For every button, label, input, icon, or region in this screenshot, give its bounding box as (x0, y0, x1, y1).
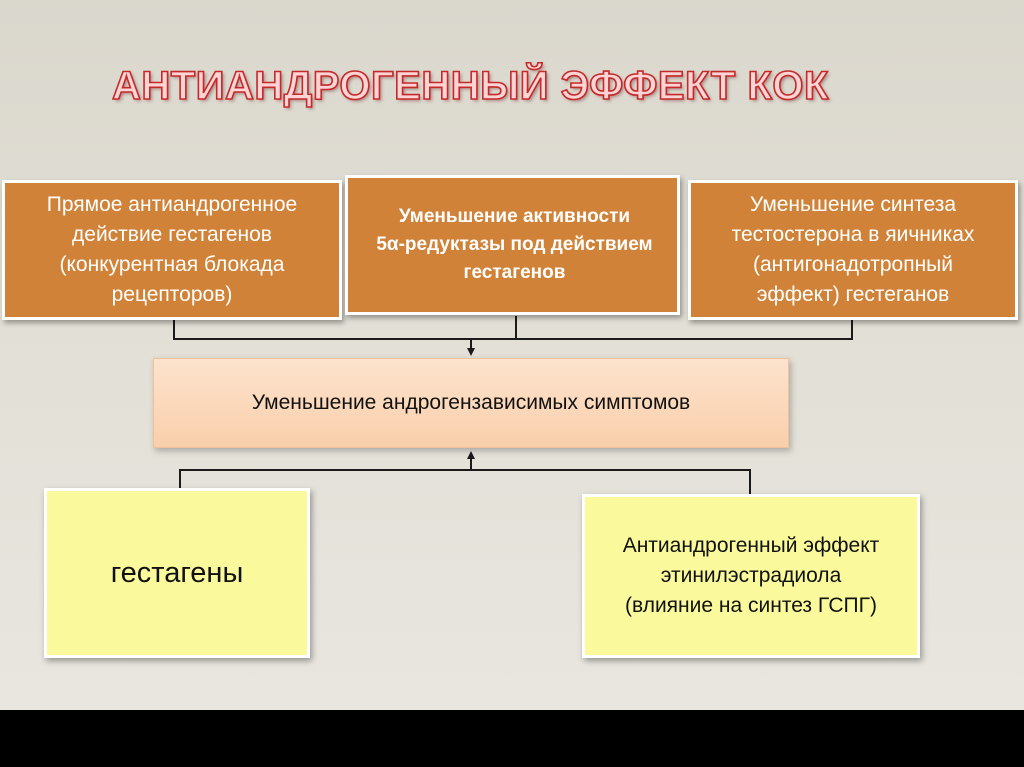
top-connector (173, 316, 853, 356)
slide-title: АНТИАНДРОГЕННЫЙ ЭФФЕКТ КОК (111, 63, 829, 109)
symptoms-reduction-box: Уменьшение андрогензависимых симптомов (153, 358, 789, 448)
reductase-activity-text: Уменьшение активности 5α-редуктазы под д… (376, 206, 653, 283)
connector-lines (173, 316, 853, 497)
ethinylestradiol-effect-text: Антиандрогенный эффект этинилэстрадиола … (622, 534, 880, 617)
slide: АНТИАНДРОГЕННЫЙ ЭФФЕКТ КОК Прямое антиан… (0, 0, 1024, 710)
testosterone-synthesis-box: Уменьшение синтеза тестостерона в яичник… (688, 180, 1018, 320)
gestagens-box: гестагены (44, 488, 310, 658)
direct-antiandrogen-action-box: Прямое антиандрогенное действие гестаген… (2, 180, 342, 320)
bottom-connector (179, 451, 751, 497)
reductase-activity-box: Уменьшение активности 5α-редуктазы под д… (345, 175, 680, 315)
direct-antiandrogen-action-text: Прямое антиандрогенное действие гестаген… (46, 193, 298, 306)
testosterone-synthesis-text: Уменьшение синтеза тестостерона в яичник… (731, 193, 975, 306)
bottom-black-bar (0, 710, 1024, 767)
symptoms-reduction-text: Уменьшение андрогензависимых симптомов (251, 391, 691, 414)
gestagens-text: гестагены (110, 556, 244, 589)
ethinylestradiol-effect-box: Антиандрогенный эффект этинилэстрадиола … (582, 494, 920, 658)
